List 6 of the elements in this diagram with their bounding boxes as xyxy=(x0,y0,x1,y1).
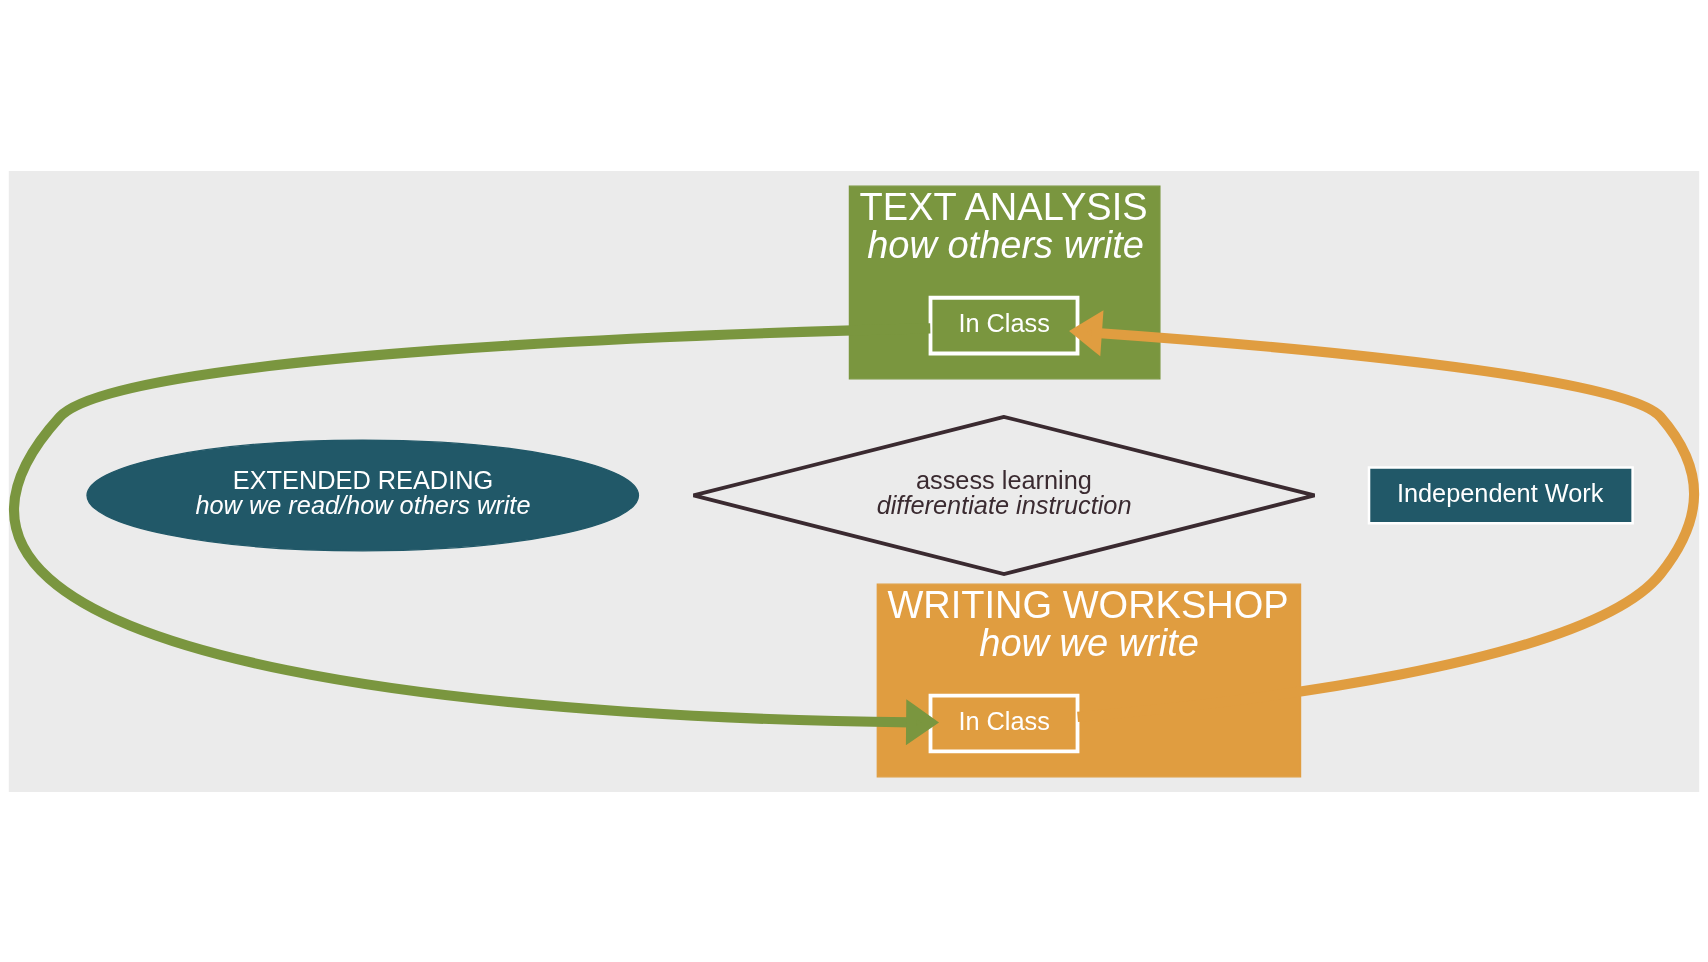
node-ellipse: EXTENDED READING how we read/how others write xyxy=(86,438,640,551)
node-box: In Class xyxy=(928,693,1080,753)
arrow xyxy=(1069,309,1699,722)
node-box: In Class xyxy=(928,295,1080,355)
node-diamond: assess learning differentiate instruction xyxy=(691,414,1317,576)
node-box: Independent Work xyxy=(1367,465,1634,525)
